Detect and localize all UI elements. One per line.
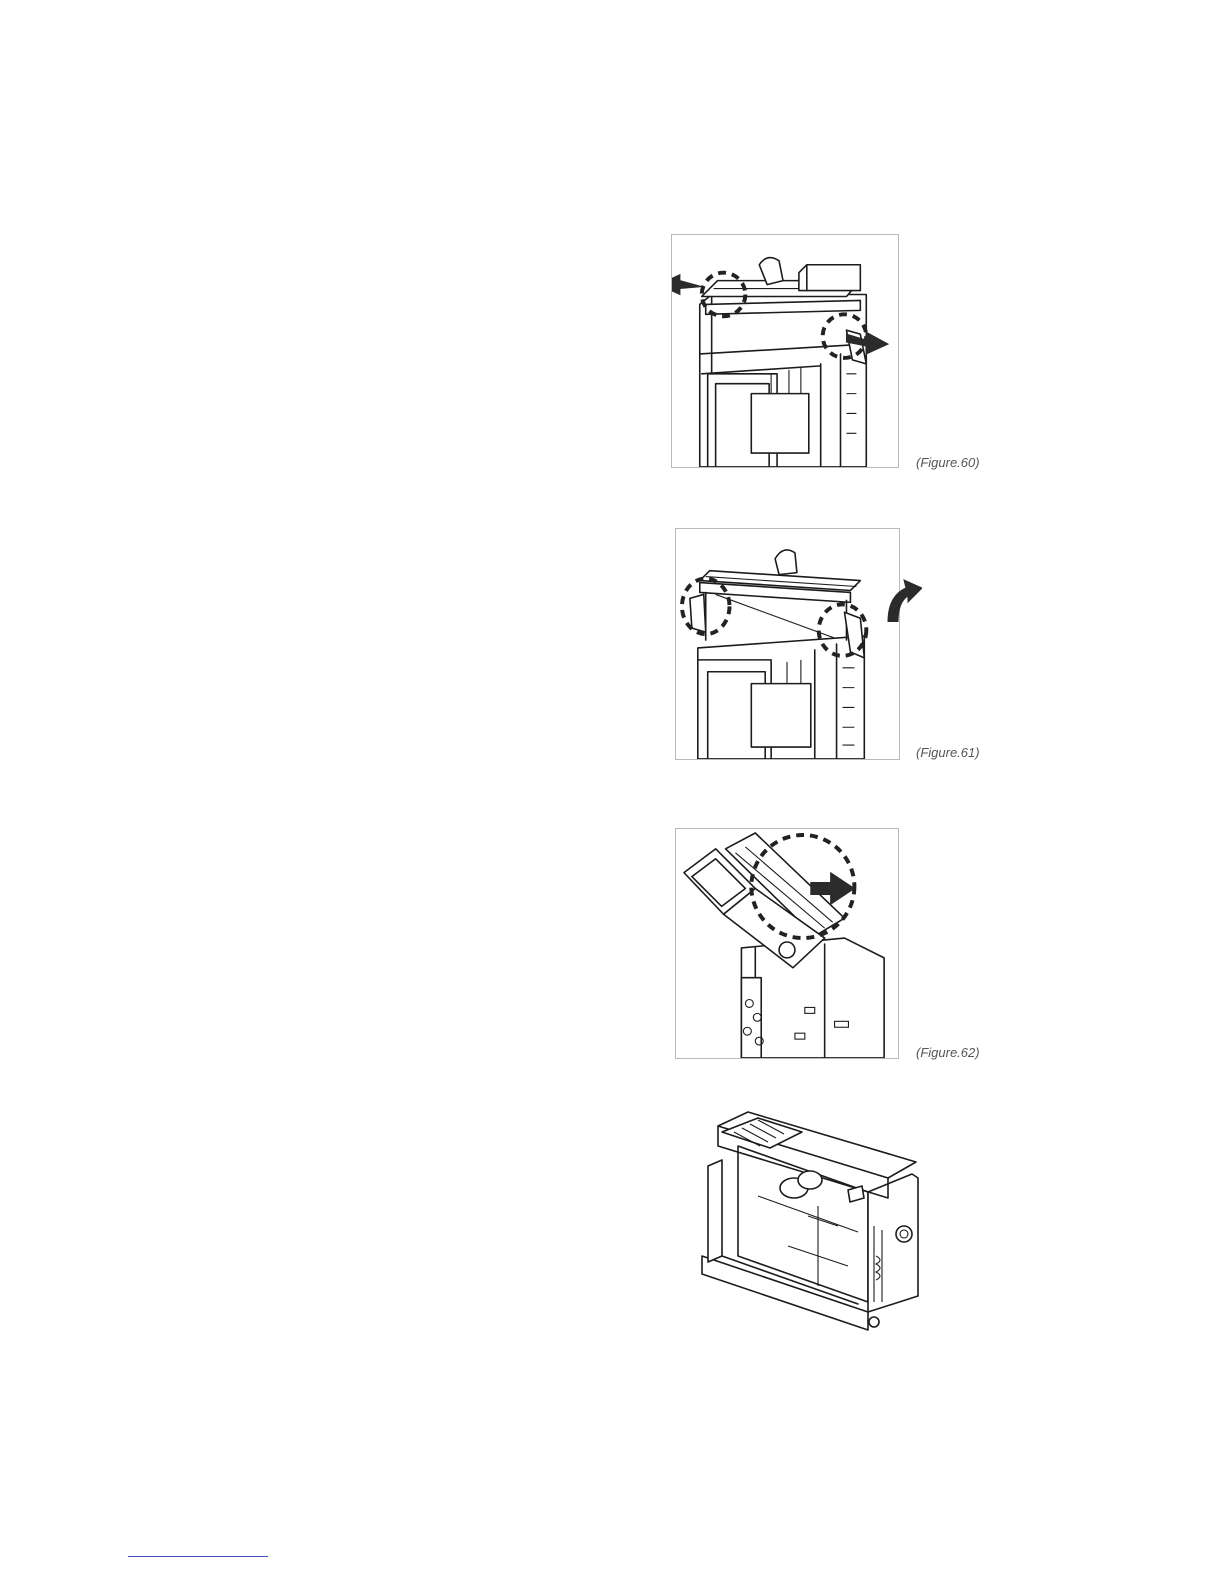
- figure-60-illustration: [671, 234, 899, 468]
- mechanism-remove-drawing: [676, 829, 898, 1058]
- figure-61-illustration: [675, 528, 900, 760]
- footer-link-underline: [128, 1556, 268, 1557]
- mechanism-lift-drawing: [676, 529, 899, 759]
- rotate-up-arrow-icon: [882, 576, 922, 622]
- mechanism-release-drawing: [672, 235, 898, 467]
- figure-61-caption: (Figure.61): [916, 745, 980, 760]
- assembled-unit-drawing: [698, 1106, 944, 1334]
- figure-60-caption: (Figure.60): [916, 455, 980, 470]
- figure-62-caption: (Figure.62): [916, 1045, 980, 1060]
- figure-62-illustration: [675, 828, 899, 1059]
- figure-63-illustration: [698, 1106, 944, 1334]
